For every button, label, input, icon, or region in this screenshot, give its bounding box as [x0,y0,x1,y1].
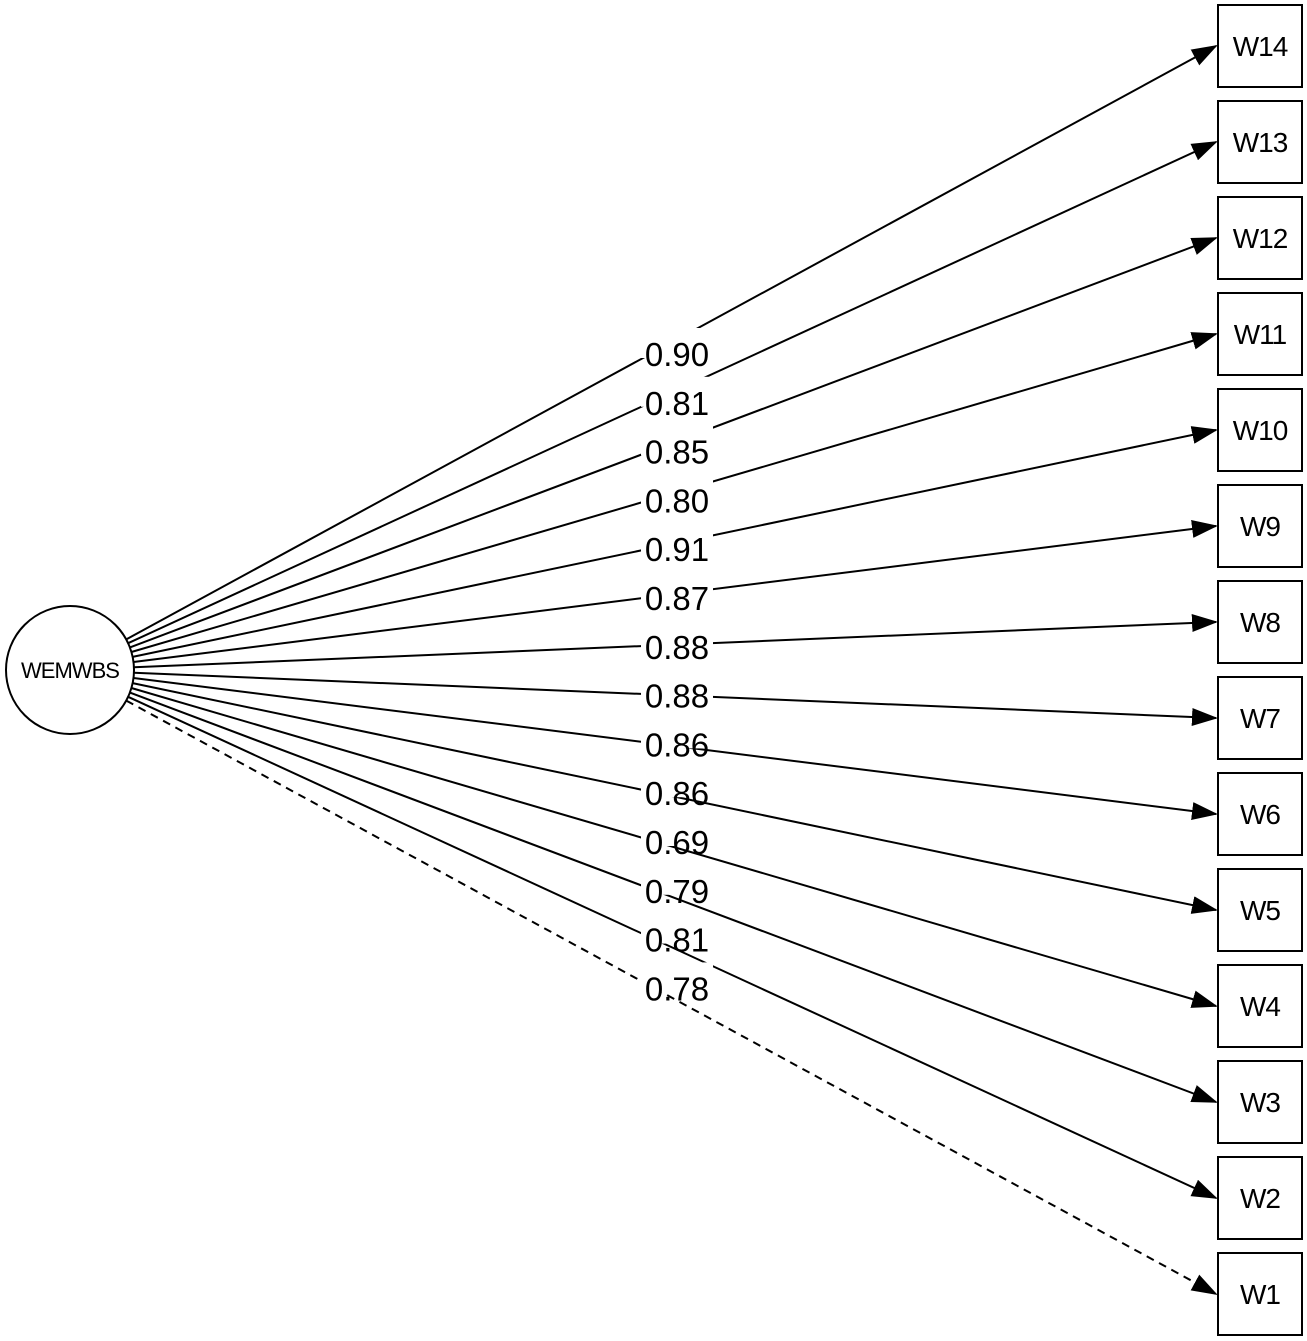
loading-label-background [641,328,713,358]
loading-value: 0.86 [645,726,709,763]
indicator-label: W2 [1240,1183,1280,1214]
indicator-label: W10 [1233,415,1288,446]
loading-value: 0.88 [645,678,709,715]
loading-arrow [125,699,1218,1295]
indicator-label: W4 [1240,991,1280,1022]
loading-label-background [641,816,713,846]
indicator-box [1217,964,1303,1048]
loading-value: 0.85 [645,434,709,471]
indicator-box [1217,388,1303,472]
indicator-box [1217,292,1303,376]
indicator-label: W6 [1240,799,1280,830]
loading-label-background [641,572,713,602]
indicator-box [1217,676,1303,760]
indicator-box [1217,196,1303,280]
loading-value: 0.87 [645,580,709,617]
indicator-label: W3 [1240,1087,1280,1118]
loading-value: 0.88 [645,629,709,666]
latent-label: WEMWBS [21,658,119,683]
loading-label-background [641,962,713,993]
loading-value: 0.78 [645,970,709,1007]
indicator-label: W5 [1240,895,1280,926]
indicator-label: W7 [1240,703,1280,734]
loading-label-background [641,913,713,944]
indicator-box [1217,1060,1303,1144]
indicator-box [1217,1156,1303,1240]
indicator-box [1217,1252,1303,1336]
indicator-label: W9 [1240,511,1280,542]
loading-value: 0.91 [645,531,709,568]
loading-label-background [641,669,713,700]
indicator-label: W13 [1233,127,1288,158]
loading-arrow [131,687,1218,1008]
indicator-box [1217,772,1303,856]
loading-arrow [127,695,1218,1199]
loading-label-background [641,425,713,456]
loading-label-background [641,474,713,505]
indicator-label: W11 [1234,319,1287,350]
indicator-box [1217,100,1303,184]
loading-value: 0.69 [645,824,709,861]
indicator-label: W1 [1240,1279,1280,1310]
indicator-box [1217,580,1303,664]
loading-value: 0.80 [645,482,709,519]
loading-label-background [641,523,713,554]
loading-value: 0.86 [645,775,709,812]
indicator-box [1217,4,1303,88]
indicator-box [1217,868,1303,952]
loading-label-background [641,767,713,798]
loading-value: 0.81 [645,922,709,959]
loading-labels: 0.90 0.81 0.85 0.80 0.91 0.87 0.88 0.88 0.86 0.86… [641,328,713,1007]
indicator-box [1217,484,1303,568]
indicator-label: W12 [1233,223,1288,254]
loading-value: 0.81 [645,385,709,422]
loading-label-background [641,376,713,407]
loading-label-background [641,718,713,749]
latent-node: WEMWBS [5,605,135,735]
latent-circle [5,605,135,735]
indicator-label: W8 [1240,607,1280,638]
loading-label-background [641,864,713,895]
loading-label-background [641,620,713,651]
loading-value: 0.79 [645,873,709,910]
loading-value: 0.90 [645,336,709,373]
loading-arrow [129,691,1218,1103]
indicator-label: W14 [1233,31,1288,62]
